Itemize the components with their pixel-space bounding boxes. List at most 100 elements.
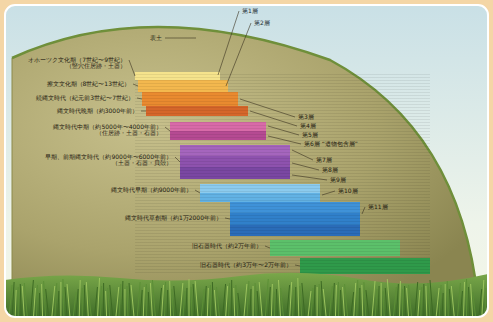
grass-blade: [15, 290, 16, 317]
grass-blade: [430, 280, 433, 317]
grass-blade: [268, 287, 270, 317]
grass-blade: [124, 289, 125, 317]
grass-blade: [279, 280, 281, 317]
grass-blade: [18, 287, 19, 317]
grass-blade: [338, 282, 339, 317]
grass-blade: [60, 282, 61, 317]
grass-blade: [343, 287, 345, 317]
grass-blade: [116, 287, 119, 317]
leader-line: [292, 163, 319, 170]
grass-blade: [191, 287, 192, 317]
grass-blade: [217, 287, 220, 317]
grass-blade: [357, 280, 358, 317]
grass-blade: [407, 288, 409, 317]
grass-blade: [255, 283, 256, 317]
grass-blade: [381, 283, 382, 317]
grass-blade: [469, 287, 470, 317]
grass-blade: [82, 288, 83, 317]
grass-blade: [393, 287, 396, 317]
grass-blade: [399, 281, 400, 317]
grass-blade: [257, 291, 259, 317]
leader-line: [129, 60, 135, 76]
grass-blade: [180, 283, 183, 317]
grass-blade: [308, 291, 311, 317]
layer-label: 第4層: [300, 123, 316, 129]
mound: [12, 27, 478, 300]
grass-blade: [362, 285, 363, 317]
leader-line: [268, 136, 301, 144]
grass-blade: [119, 284, 121, 317]
grass-blade: [159, 288, 162, 317]
leader-line: [295, 265, 300, 266]
grass-blade: [129, 283, 131, 317]
grass-blade: [143, 287, 144, 317]
grass-blade: [55, 283, 57, 317]
grass-blade: [473, 292, 476, 317]
grass-blade: [223, 284, 226, 317]
grass-blade: [276, 289, 277, 317]
leader-line: [240, 99, 295, 117]
leader-line: [226, 23, 251, 86]
era-note: （竪穴住居跡・土器）: [66, 64, 126, 70]
grass-blade: [204, 286, 206, 317]
grass-blade: [103, 283, 104, 317]
grass-blade: [137, 282, 140, 317]
grass-blade: [345, 284, 348, 317]
grass-blade: [335, 285, 336, 317]
grass-blade: [445, 284, 446, 317]
grass-blade: [170, 281, 171, 317]
grass-blade: [88, 290, 91, 317]
grass-blade: [341, 290, 342, 317]
grass-blade: [460, 291, 462, 317]
grass-blade: [387, 279, 390, 317]
grass-blade: [259, 282, 262, 317]
grass-blade: [39, 293, 40, 317]
grass-blade: [9, 285, 12, 317]
grass-blade: [372, 281, 375, 317]
layer-label: 第3層: [298, 114, 314, 120]
grass-blade: [122, 281, 123, 317]
strata-bands: [135, 72, 430, 274]
leader-line: [292, 150, 313, 160]
grass-blade: [12, 282, 14, 317]
era-label: 旧石器時代（約3万年〜2万年前）: [200, 262, 292, 268]
grass-blade: [319, 284, 320, 317]
grass-blade: [396, 284, 398, 317]
grass-blade: [37, 285, 38, 317]
grass-blade: [24, 283, 27, 317]
grass-blade: [212, 282, 213, 317]
grass-blade: [101, 286, 102, 317]
grass-blade: [98, 278, 100, 317]
layer-label: 第5層: [302, 132, 318, 138]
leader-line: [141, 111, 146, 112]
grass-blade: [150, 283, 152, 317]
grass-blade: [52, 286, 55, 317]
grass-blade: [44, 281, 46, 317]
grass-blade: [302, 283, 305, 317]
era-note: （土器・石器・貝殻）: [112, 161, 172, 167]
grass-blade: [65, 287, 67, 317]
era-label: 縄文時代晩期（約3000年前）: [57, 108, 138, 114]
grass-blade: [183, 291, 185, 317]
leader-line: [175, 157, 180, 162]
grass-blade: [63, 279, 64, 317]
grass-blade: [311, 288, 313, 317]
grass-blade: [214, 290, 216, 317]
era-note: （住居跡・土器・石器）: [96, 131, 162, 137]
grass-blade: [479, 289, 482, 317]
grass-blade: [193, 284, 195, 317]
grass-blade: [375, 289, 377, 317]
grass-blade: [106, 291, 107, 317]
layer-label: 第1層: [242, 8, 258, 14]
grass-blade: [46, 289, 49, 317]
grass-blade: [33, 288, 35, 317]
era-label: オホーツク文化期（7世紀〜9世紀）: [28, 57, 126, 63]
grass-blade: [293, 290, 294, 317]
grass-blade: [418, 290, 420, 317]
era-label: 縄文時代中期（約5000年〜4000年前）: [53, 124, 162, 130]
leader-line: [133, 84, 138, 86]
grass-blade: [447, 281, 448, 317]
grass-blade: [42, 284, 43, 317]
grass-blade: [146, 284, 147, 317]
